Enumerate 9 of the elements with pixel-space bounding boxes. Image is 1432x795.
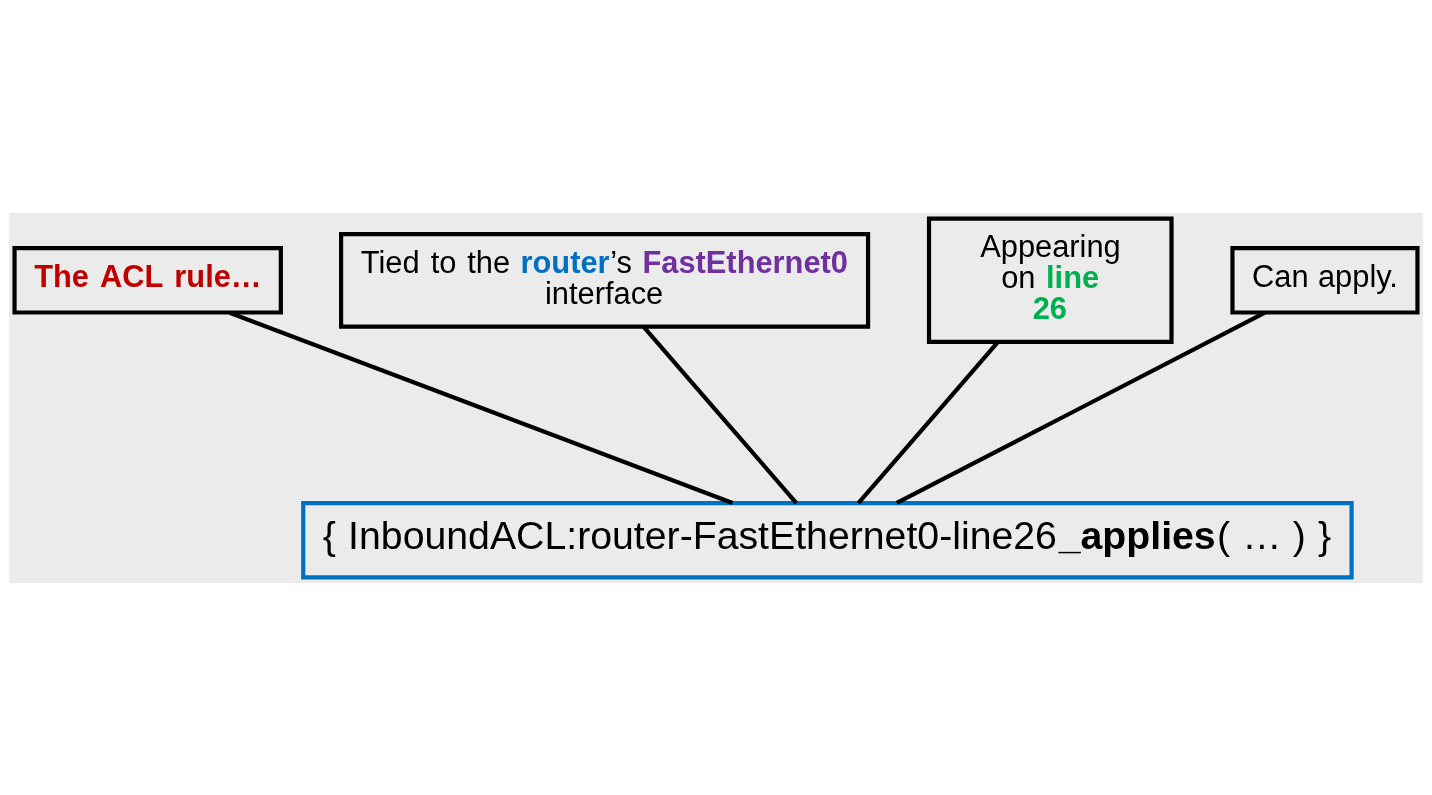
node-box: Tied to the router’s FastEthernet0 interface (339, 231, 871, 329)
node-box: Can apply. (1230, 245, 1420, 315)
node-box: The ACL rule… (12, 245, 283, 315)
connector (642, 325, 798, 504)
node-box: { InboundACL:router-FastEthernet0-line26_applies( … ) } (301, 500, 1354, 579)
connector (895, 310, 1266, 505)
node-box: Appearing on line 26 (926, 216, 1174, 344)
connector (228, 310, 734, 505)
connector (856, 340, 1000, 504)
